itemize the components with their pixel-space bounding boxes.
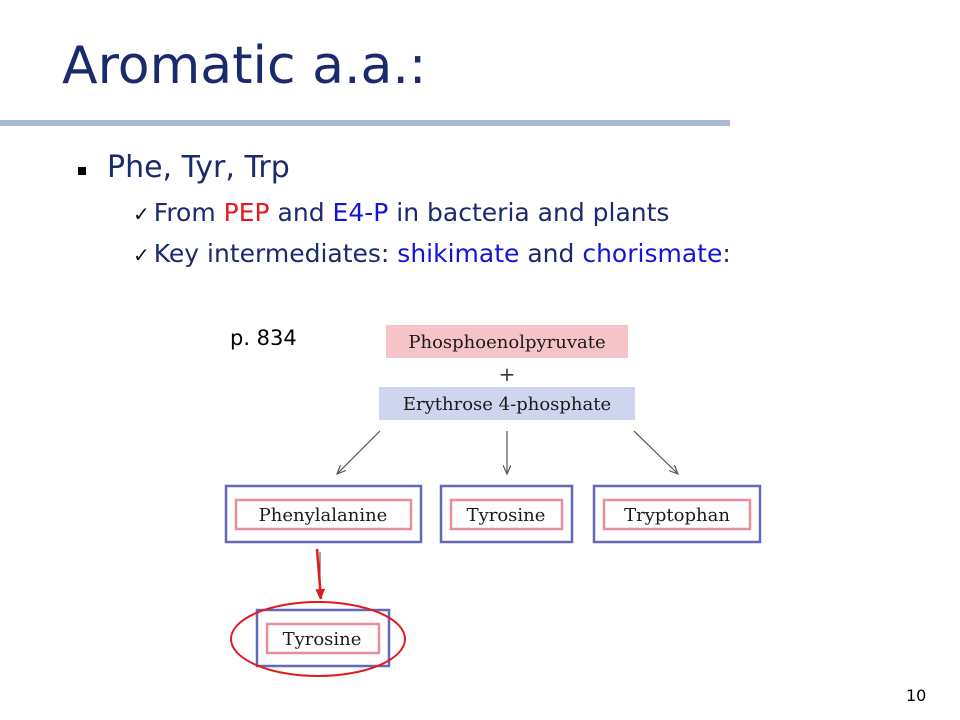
plus-sign: + [499,362,516,386]
tyrosine-outer-box [439,484,574,544]
page-reference: p. 834 [230,326,297,350]
sub1-text-c: in bacteria and plants [388,198,670,227]
arrow-to-tryptophan [633,430,678,474]
e4p-label: Erythrose 4-phosphate [403,394,611,415]
sub-bullet-1: ✓From PEP and E4-P in bacteria and plant… [133,198,669,227]
sub1-text-b: and [269,198,333,227]
shikimate-highlight: shikimate [397,239,520,268]
tyrosine-inner-box [449,498,564,531]
phenylalanine-inner-box [234,498,413,531]
check-icon: ✓ [133,202,150,226]
final-tyrosine-label: Tyrosine [283,629,362,650]
pep-highlight: PEP [223,198,270,227]
phenylalanine-label: Phenylalanine [259,505,388,526]
check-icon: ✓ [133,243,150,267]
tyrosine-label: Tyrosine [467,505,546,526]
slide-number: 10 [906,686,927,705]
final-tyrosine-outer-box [255,608,391,668]
phenylalanine-outer-box [224,484,423,544]
chorismate-highlight: chorismate [582,239,723,268]
red-circle-highlight [230,601,406,677]
tryptophan-inner-box [602,498,752,531]
e4p-box [379,387,635,420]
slide-title: Aromatic a.a.: [62,36,427,96]
sub1-text-a: From [153,198,224,227]
sub2-text-c: : [722,239,731,268]
e4p-highlight: E4-P [332,198,389,227]
pep-label: Phosphoenolpyruvate [408,332,605,353]
tryptophan-outer-box [592,484,762,544]
bullet-main: Phe, Tyr, Trp [107,150,290,185]
bullet-square [78,167,86,175]
sub-bullet-2: ✓Key intermediates: shikimate and choris… [133,239,731,268]
pep-box [386,325,628,358]
red-arrow [315,548,326,600]
tryptophan-label: Tryptophan [624,505,730,526]
final-tyrosine-inner-box [265,622,381,655]
title-underline [0,120,730,126]
arrow-to-phenylalanine [337,430,381,474]
sub2-text-a: Key intermediates: [153,239,398,268]
sub2-text-b: and [519,239,583,268]
